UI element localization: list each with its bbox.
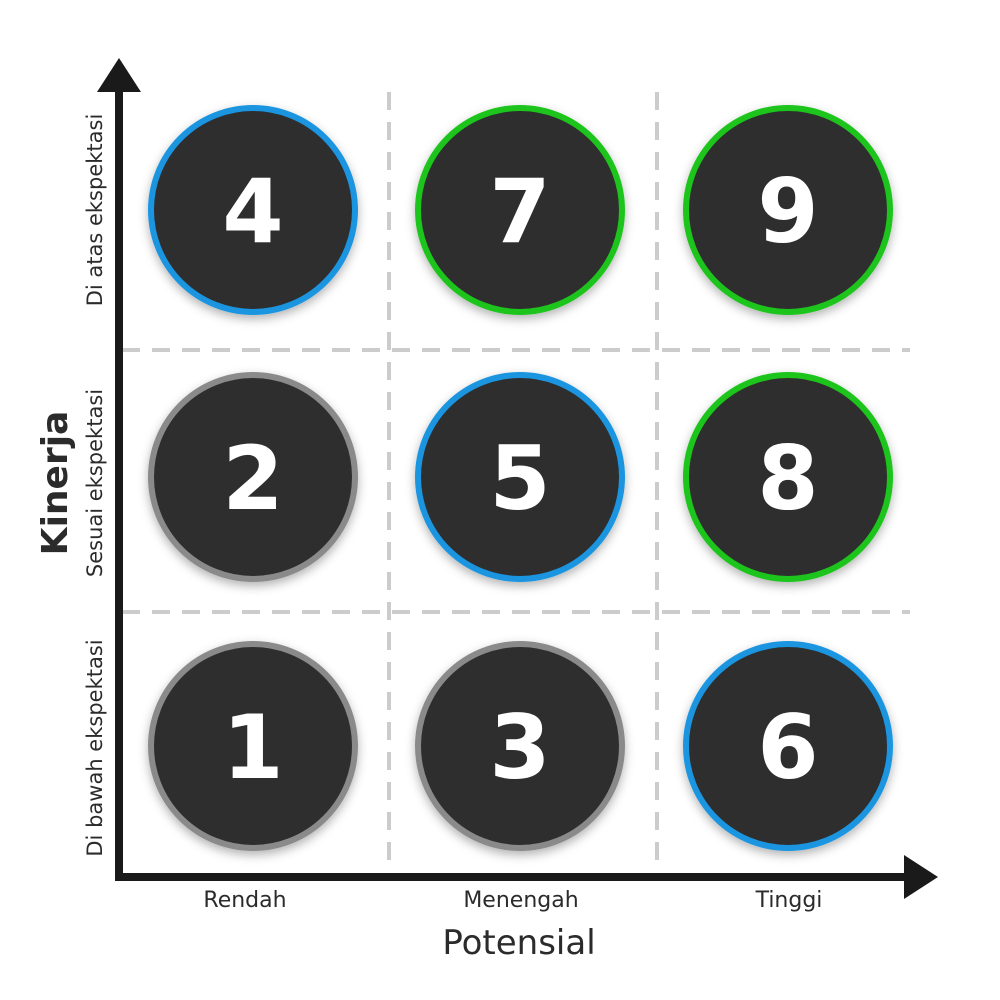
grid-box-6: 6 <box>683 641 893 851</box>
grid-box-4: 4 <box>148 105 358 315</box>
axes <box>97 58 938 899</box>
x-axis-arrow-icon <box>904 855 938 899</box>
grid-box-circle <box>148 641 358 851</box>
grid-box-number: 4 <box>222 160 283 263</box>
x-axis-title: Potensial <box>442 923 595 963</box>
grid-box-number: 6 <box>757 696 818 799</box>
y-level-label-low: Di bawah ekspektasi <box>83 639 107 856</box>
grid-box-number: 5 <box>489 427 550 530</box>
grid-box-circle <box>683 641 893 851</box>
grid-boxes: 1 3 6 2 5 8 4 7 9 <box>148 105 893 851</box>
grid-box-2: 2 <box>148 372 358 582</box>
grid-box-number: 9 <box>757 160 818 263</box>
y-axis-labels: Di bawah ekspektasi Sesuai ekspektasi Di… <box>35 114 107 857</box>
grid-box-5: 5 <box>415 372 625 582</box>
grid-box-3: 3 <box>415 641 625 851</box>
grid-box-circle <box>148 105 358 315</box>
x-axis-labels: Rendah Menengah Tinggi Potensial <box>203 888 822 963</box>
grid-box-1: 1 <box>148 641 358 851</box>
grid-box-8: 8 <box>683 372 893 582</box>
x-level-label-high: Tinggi <box>755 888 823 913</box>
grid-box-circle <box>148 372 358 582</box>
y-axis-title: Kinerja <box>35 411 76 556</box>
x-level-label-medium: Menengah <box>463 888 578 913</box>
grid-box-number: 2 <box>222 427 283 530</box>
grid-box-number: 1 <box>222 696 283 799</box>
grid-box-number: 3 <box>489 696 550 799</box>
grid-box-circle <box>415 641 625 851</box>
grid-box-circle <box>683 105 893 315</box>
grid-lines <box>122 92 910 872</box>
y-level-label-medium: Sesuai ekspektasi <box>83 389 107 577</box>
grid-box-circle <box>415 372 625 582</box>
grid-box-9: 9 <box>683 105 893 315</box>
grid-box-number: 8 <box>757 427 818 530</box>
grid-box-circle <box>415 105 625 315</box>
grid-box-circle <box>683 372 893 582</box>
grid-box-7: 7 <box>415 105 625 315</box>
x-level-label-low: Rendah <box>203 888 286 913</box>
y-level-label-high: Di atas ekspektasi <box>83 114 107 307</box>
grid-box-number: 7 <box>489 160 550 263</box>
y-axis-arrow-icon <box>97 58 141 92</box>
